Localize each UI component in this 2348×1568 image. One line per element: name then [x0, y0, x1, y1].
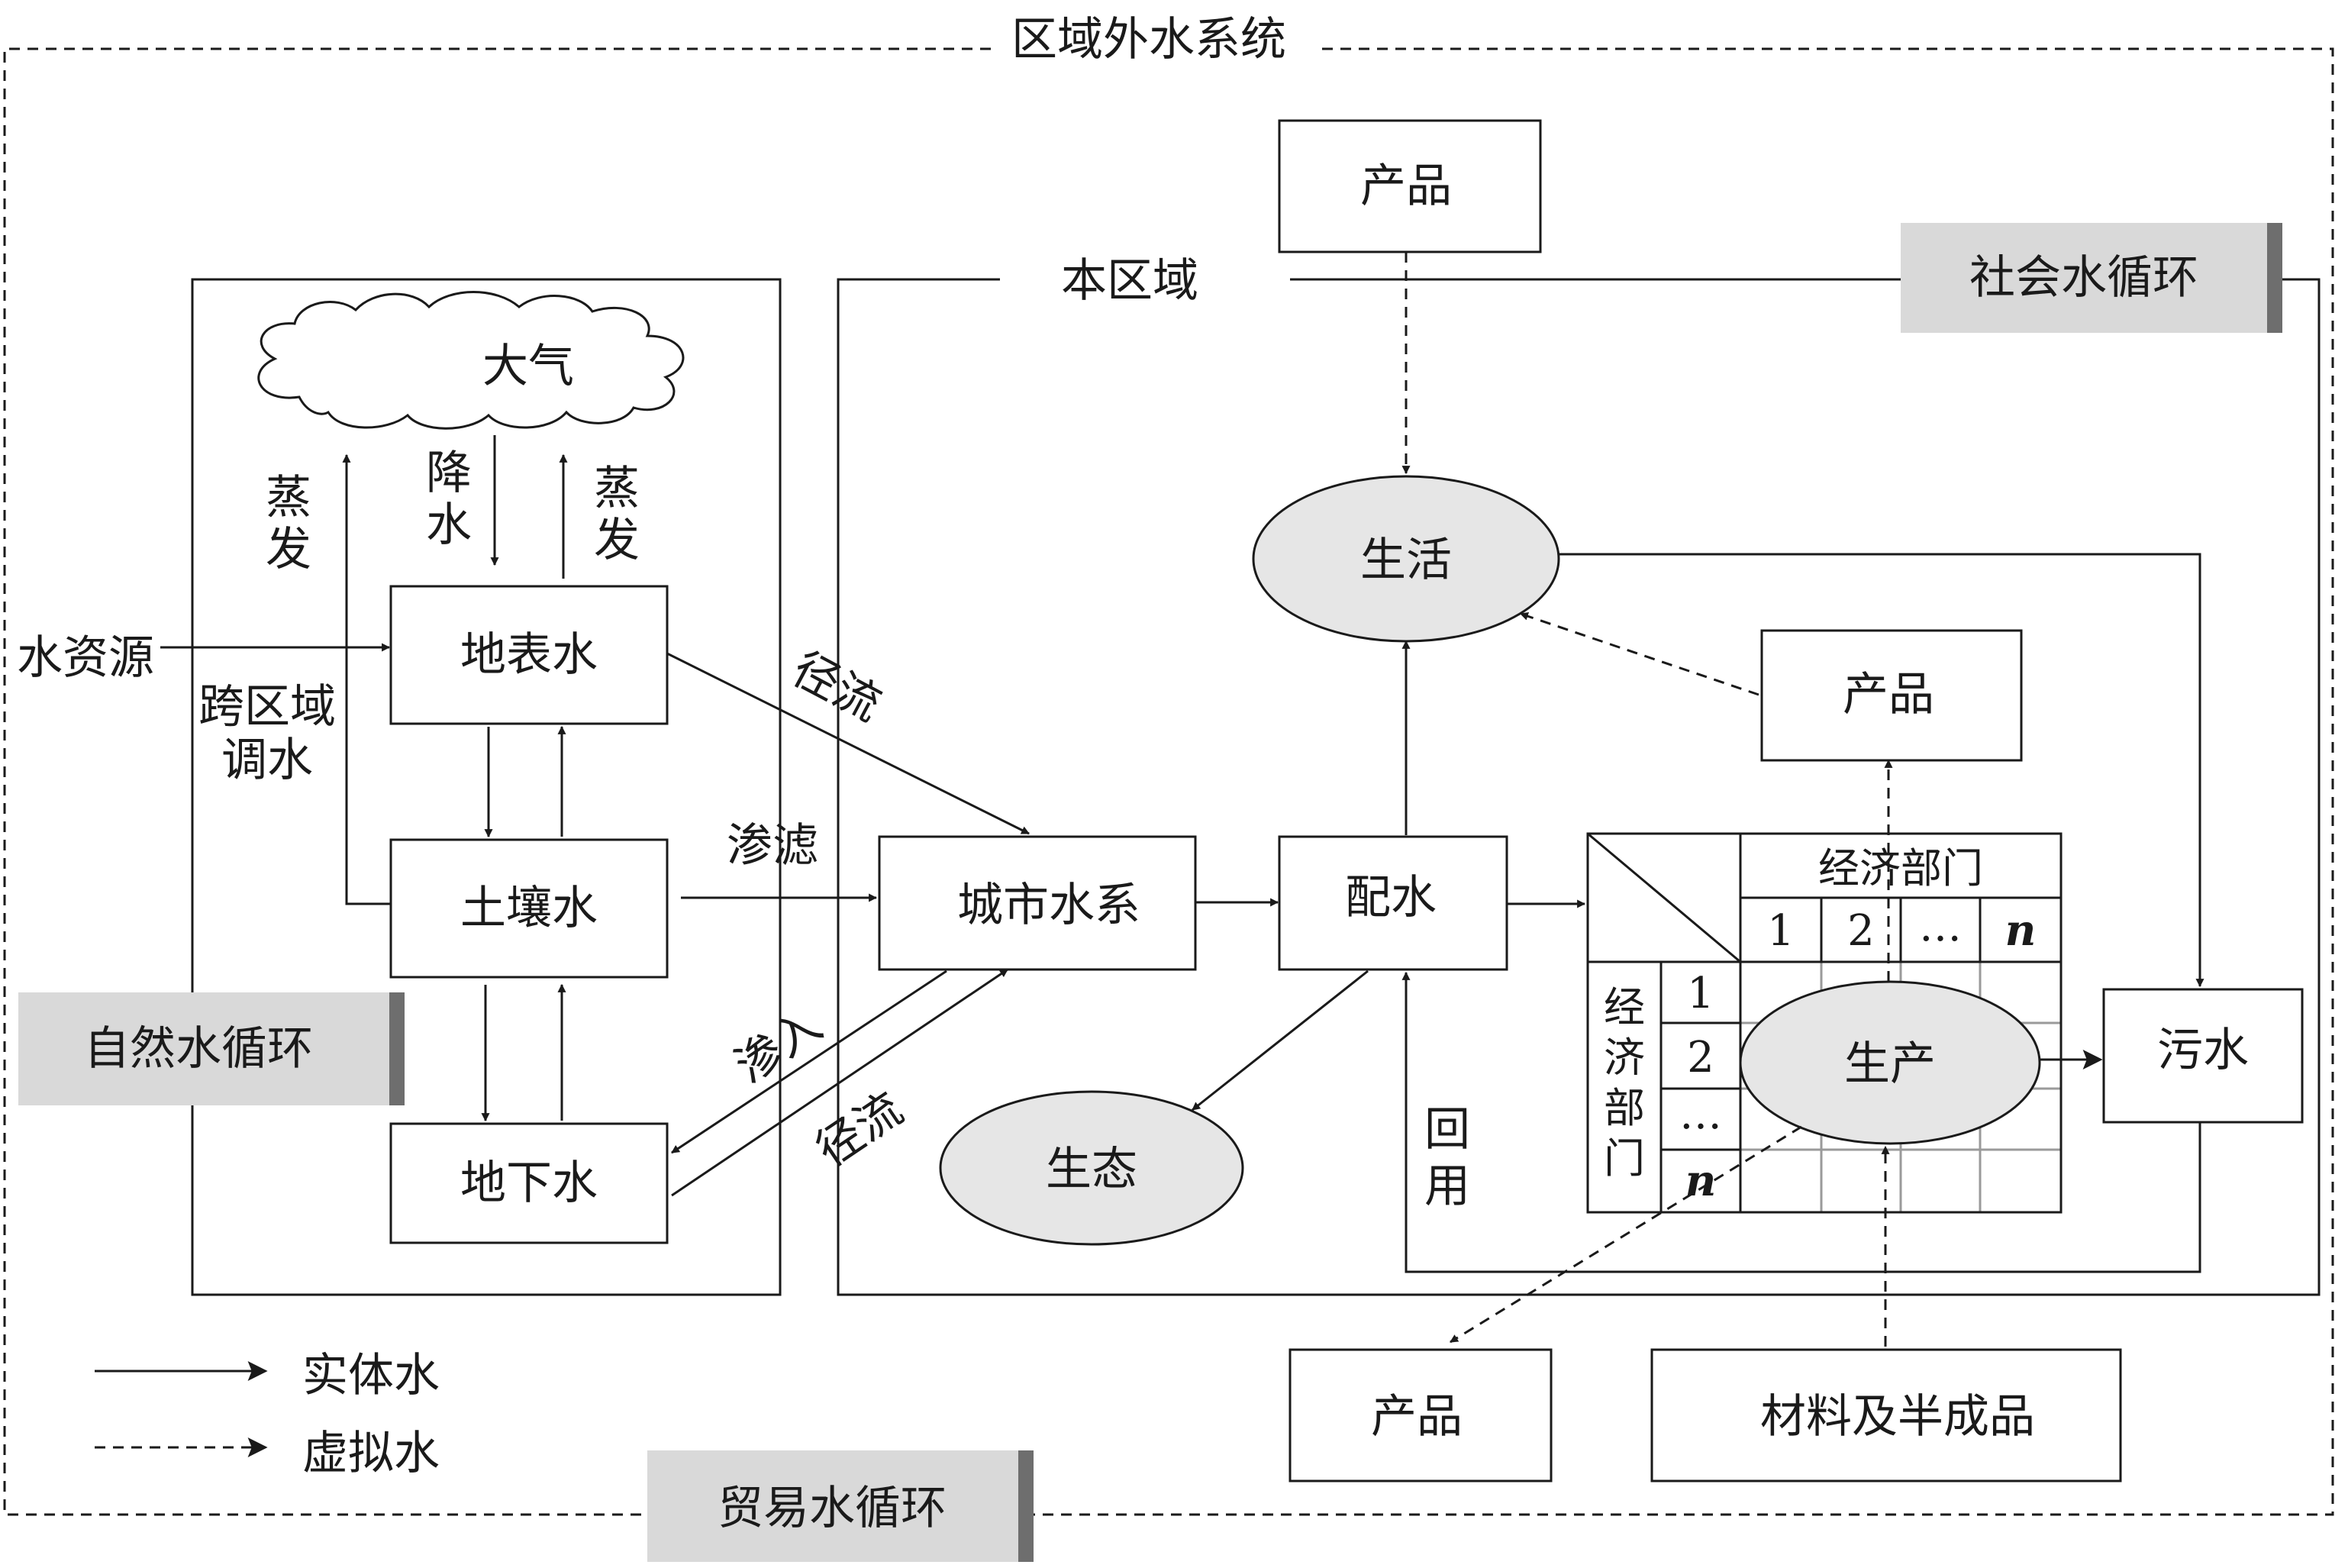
social-cycle-tag: 社会水循环: [1901, 223, 2282, 333]
groundwater-box: [389, 1122, 669, 1244]
legend-dashed-label: 虚拟水: [302, 1427, 440, 1480]
legend-solid-label: 实体水: [302, 1349, 440, 1402]
matrix-row-header-4: 门: [1604, 1134, 1645, 1182]
surface-water-label: 地表水: [460, 628, 598, 682]
product-top-label: 产品: [1360, 160, 1452, 213]
reuse-arrow: [1401, 971, 2201, 1273]
product-mid-label: 产品: [1843, 668, 1934, 721]
matrix-row-index-1: 1: [1687, 969, 1714, 1018]
product-bottom-box: [1288, 1348, 1553, 1483]
product-mid-to-living-arrow: [1519, 611, 1759, 696]
living-label: 生活: [1360, 534, 1452, 587]
matrix-row-header-3: 部: [1604, 1084, 1645, 1132]
surface-water-box: [389, 585, 669, 725]
matrix-row-header-1: 经: [1604, 983, 1645, 1031]
living-to-sewage-arrow: [1559, 553, 2204, 988]
distribution-to-ecology-arrow: [1192, 970, 1369, 1111]
evaporation-right-label-2: 发: [594, 514, 640, 567]
reuse-label-1: 回: [1424, 1103, 1470, 1157]
product-mid-box: [1760, 629, 2023, 762]
materials-box: [1650, 1348, 2122, 1483]
inter-basin-transfer-label-1: 跨区域: [198, 680, 336, 734]
matrix-row-index-2: 2: [1687, 1033, 1714, 1082]
atmosphere-cloud: 大气: [257, 291, 685, 430]
precipitation-label-2: 水: [426, 498, 472, 552]
production-label: 生产: [1844, 1037, 1936, 1091]
distribution-label: 配水: [1345, 871, 1437, 924]
evaporation-left-label-2: 发: [266, 523, 311, 576]
ecology-label: 生态: [1046, 1143, 1137, 1196]
trade-cycle-tag: 贸易水循环: [647, 1450, 1034, 1562]
outer-water-system-frame: 区域外水系统: [3, 13, 2334, 1516]
natural-cycle-tag: 自然水循环: [18, 992, 405, 1105]
social-cycle-label: 社会水循环: [1969, 251, 2198, 305]
matrix-col-index-1: 1: [1767, 906, 1795, 956]
groundwater-label: 地下水: [460, 1157, 598, 1210]
matrix-col-index-2: 2: [1847, 906, 1875, 956]
matrix-row-header-2: 济: [1604, 1034, 1645, 1082]
production-to-product-bottom-arrow: [1450, 1125, 1802, 1344]
matrix-col-index-ellipsis: …: [1919, 902, 1962, 951]
runoff-arrow: [666, 652, 1030, 835]
materials-label: 材料及半成品: [1760, 1390, 2035, 1444]
sewage-box: [2102, 988, 2304, 1124]
groundwater-runoff-label: 径流: [807, 1082, 913, 1177]
sewage-label: 污水: [2157, 1024, 2249, 1077]
distribution-box: [1278, 835, 1508, 971]
soil-water-label: 土壤水: [460, 882, 598, 935]
evaporation-left-label-1: 蒸: [266, 471, 311, 524]
soil-water-box: [389, 838, 669, 979]
matrix-col-header: 经济部门: [1818, 844, 1983, 892]
region-label: 本区域: [1061, 254, 1198, 308]
infiltration-label: 渗滤: [727, 819, 818, 873]
matrix-col-index-n: n: [2005, 905, 2037, 956]
ecology-ellipse: [939, 1090, 1244, 1246]
matrix-row-index-n: n: [1685, 1156, 1717, 1206]
product-bottom-label: 产品: [1371, 1390, 1463, 1444]
natural-cycle-frame: [191, 278, 782, 1296]
production-ellipse: [1739, 980, 2041, 1145]
groundwater-runoff-arrow: [671, 968, 1008, 1197]
reuse-label-2: 用: [1424, 1160, 1470, 1213]
water-source-label: 水资源: [17, 631, 154, 685]
matrix-row-index-ellipsis: …: [1679, 1089, 1722, 1139]
region-frame: 本区域: [837, 254, 2321, 1296]
trade-cycle-label: 贸易水循环: [718, 1482, 947, 1535]
product-top-box: [1278, 119, 1542, 253]
natural-cycle-label: 自然水循环: [84, 1022, 313, 1076]
outer-system-title: 区域外水系统: [1011, 13, 1286, 66]
inter-basin-transfer-label-2: 调水: [221, 734, 313, 787]
evaporation-right-label-1: 蒸: [594, 462, 640, 515]
seepage-label: 渗入: [726, 998, 832, 1093]
legend: 实体水 虚拟水: [95, 1349, 440, 1480]
atmosphere-label: 大气: [482, 340, 574, 393]
precipitation-label-1: 降: [426, 447, 472, 500]
evaporation-left-arrow: [342, 453, 391, 905]
seepage-arrow: [671, 970, 947, 1154]
urban-water-label: 城市水系: [957, 879, 1140, 932]
